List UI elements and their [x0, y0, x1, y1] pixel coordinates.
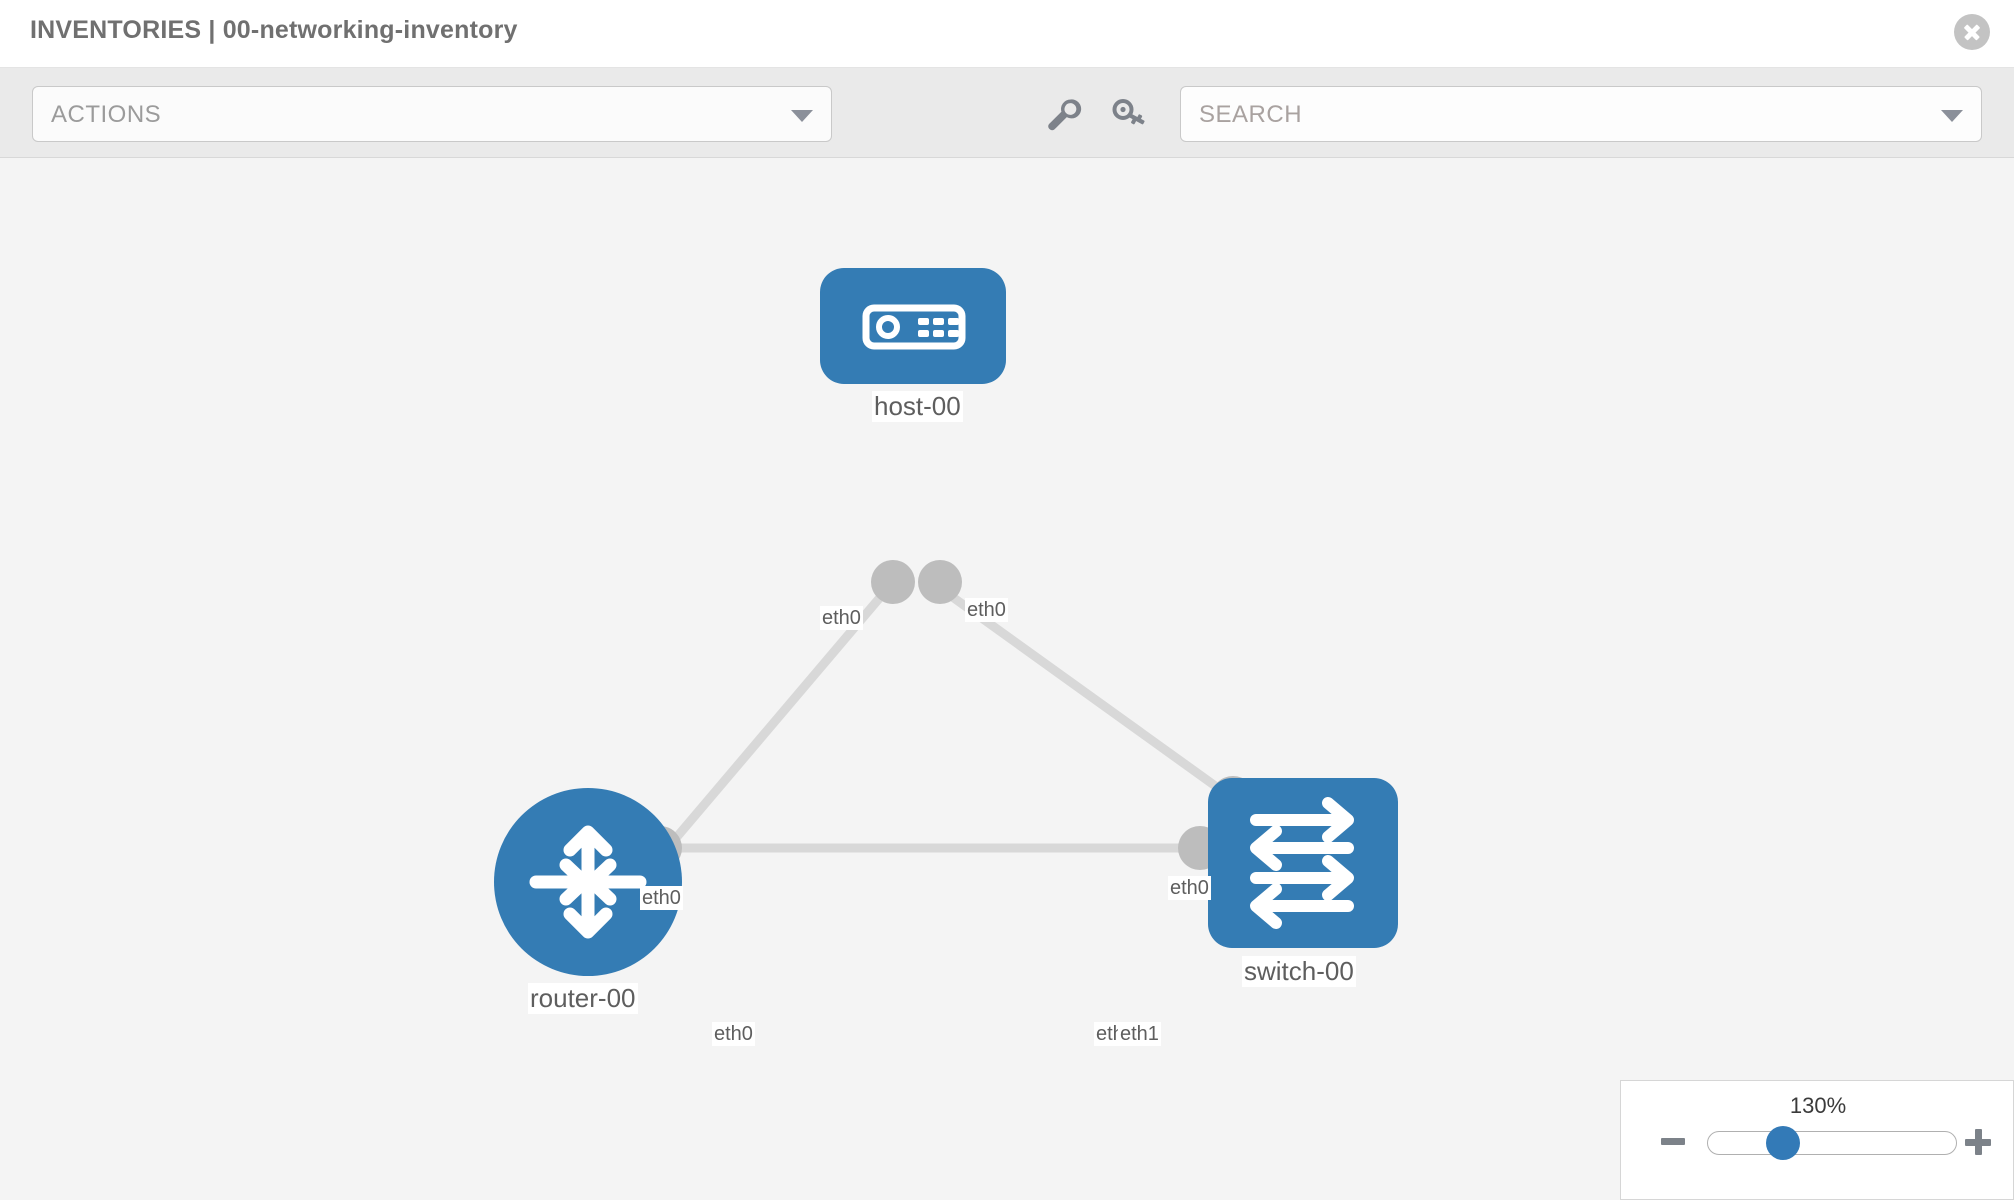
iface-label: eth1 [1118, 1022, 1161, 1046]
node-host-00-label: host-00 [872, 391, 963, 422]
router-arrows-icon [529, 825, 647, 939]
toolbar: ACTIONS SEARCH [0, 68, 2014, 158]
iface-label: eth0 [640, 886, 683, 910]
topology-canvas[interactable]: host-00 rout [0, 158, 2014, 1200]
actions-dropdown[interactable]: ACTIONS [32, 86, 832, 142]
wrench-icon[interactable] [1040, 92, 1084, 136]
node-router-00-shape[interactable] [494, 788, 682, 976]
page-title: INVENTORIES | 00-networking-inventory [30, 16, 518, 44]
header-bar: INVENTORIES | 00-networking-inventory [0, 0, 2014, 68]
node-switch-00-shape[interactable] [1208, 778, 1398, 948]
iface-label: eth0 [965, 598, 1008, 622]
topology-links-layer [602, 560, 1255, 926]
iface-label: eth0 [712, 1022, 755, 1046]
link-endpoint [871, 560, 915, 604]
zoom-level-label: 130% [1789, 1093, 1847, 1118]
search-input[interactable]: SEARCH [1180, 86, 1982, 142]
iface-label: eth0 [820, 606, 863, 630]
link-endpoint [918, 560, 962, 604]
chevron-down-icon [791, 110, 813, 122]
node-host-00-shape[interactable] [820, 268, 1006, 384]
actions-dropdown-label: ACTIONS [51, 101, 162, 128]
iface-label: eth0 [1168, 876, 1211, 900]
zoom-slider-track[interactable] [1707, 1131, 1957, 1155]
chevron-down-icon[interactable] [1941, 110, 1963, 122]
link-host-switch [937, 584, 1235, 802]
server-icon [862, 304, 966, 350]
zoom-slider-thumb[interactable] [1766, 1126, 1800, 1160]
plus-icon-vertical [1975, 1129, 1982, 1155]
zoom-control-panel: 130% [1620, 1080, 2014, 1200]
node-switch-00-label: switch-00 [1242, 956, 1356, 987]
minus-icon[interactable] [1661, 1138, 1685, 1145]
plus-icon[interactable] [1965, 1129, 1991, 1155]
key-icon[interactable] [1108, 92, 1152, 136]
node-router-00-label: router-00 [528, 983, 638, 1014]
search-input-placeholder: SEARCH [1199, 101, 1303, 128]
close-icon[interactable] [1954, 14, 1990, 50]
switch-arrows-icon [1250, 797, 1354, 929]
